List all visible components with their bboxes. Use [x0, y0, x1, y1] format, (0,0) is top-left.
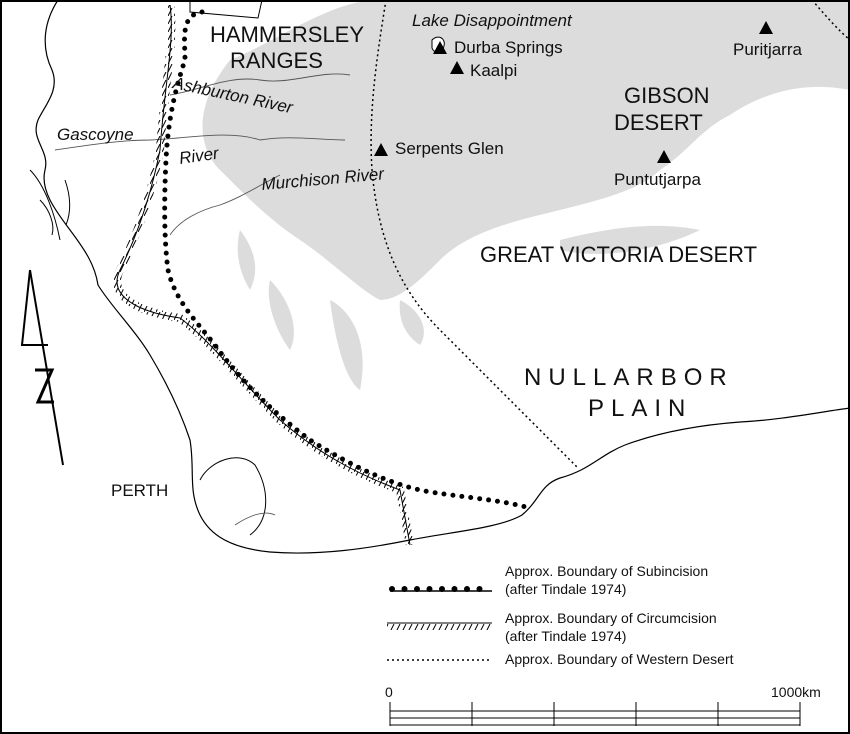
subincision-boundary	[162, 9, 533, 511]
region-gibson-2: DESERT	[614, 110, 703, 135]
triangle-icon	[450, 61, 464, 74]
shark-bay	[29, 169, 71, 241]
scale-end-label: 1000km	[771, 684, 821, 700]
triangle-icon	[657, 150, 671, 163]
site-kaalpi: Kaalpi	[470, 61, 517, 80]
river-gascoyne: Gascoyne	[57, 125, 134, 144]
region-gibson: GIBSON	[624, 83, 710, 108]
site-durba-springs: Durba Springs	[454, 38, 563, 57]
region-hammersley: HAMMERSLEY	[210, 22, 364, 47]
scale-start-label: 0	[385, 684, 393, 700]
region-nullarbor: NULLARBOR	[524, 364, 734, 391]
site-serpents-glen: Serpents Glen	[395, 139, 504, 158]
legend-circumcision-line1: Approx. Boundary of Circumcision	[505, 610, 717, 626]
western-desert-boundary	[370, 0, 579, 469]
rivers	[54, 73, 351, 526]
region-nullarbor-2: PLAIN	[588, 395, 692, 422]
city-perth: PERTH	[111, 481, 168, 500]
site-puntutjarpa: Puntutjarpa	[614, 170, 701, 189]
legend-western-desert-label: Approx. Boundary of Western Desert	[505, 651, 734, 667]
river-gascoyne-2: River	[178, 143, 221, 168]
legend-subincision-line2: (after Tindale 1974)	[505, 581, 626, 597]
desert-patches	[202, 0, 850, 390]
triangle-icon	[374, 143, 388, 156]
site-markers	[374, 21, 773, 163]
triangle-icon	[759, 21, 773, 34]
region-hammersley-2: RANGES	[230, 48, 323, 73]
south-west-peninsula	[199, 457, 267, 536]
north-arrow-icon	[20, 269, 64, 466]
map-inset-edge	[189, 0, 263, 19]
scale-bar	[389, 702, 801, 726]
lake-label: Lake Disappointment	[412, 11, 573, 30]
region-great-victoria: GREAT VICTORIA DESERT	[480, 242, 757, 267]
legend-circumcision-line2: (after Tindale 1974)	[505, 628, 626, 644]
western-desert-boundary-ne	[811, 0, 850, 41]
legend-subincision-line1: Approx. Boundary of Subincision	[505, 563, 708, 579]
site-puritjarra: Puritjarra	[733, 40, 803, 59]
legend: Approx. Boundary of Subincision (after T…	[387, 563, 734, 667]
triangle-icon	[433, 41, 447, 54]
coastline	[35, 0, 850, 554]
